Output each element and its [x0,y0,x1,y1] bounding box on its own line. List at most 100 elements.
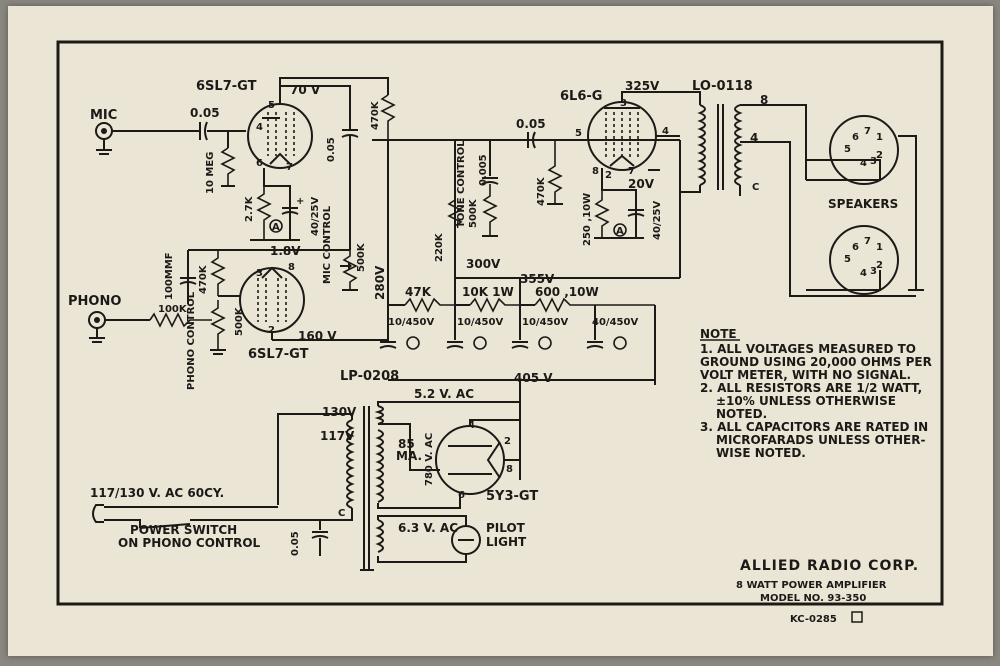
res-10k-1w: 10K 1W [462,285,514,299]
svg-text:1: 1 [876,132,883,143]
tube-v2-label: 6SL7-GT [248,347,309,362]
volt-6-3-ac: 6.3 V. AC [398,521,458,535]
svg-text:6: 6 [458,490,465,501]
svg-text:±10% UNLESS OTHERWISE: ±10% UNLESS OTHERWISE [716,394,896,408]
pot-500k-phono: 500K [234,306,245,336]
volt-160: 160 V [298,329,337,343]
svg-text:1: 1 [876,242,883,253]
svg-text:WISE NOTED.: WISE NOTED. [716,446,806,460]
svg-text:6: 6 [852,242,859,253]
svg-text:VOLT METER, WITH NO SIGNAL.: VOLT METER, WITH NO SIGNAL. [700,368,911,382]
svg-text:5: 5 [575,128,582,139]
pilot-label-2: LIGHT [486,535,527,549]
res-470k-plate: 470K [370,100,381,130]
mains-plug-icon [92,504,104,523]
speakers-label: SPEAKERS [828,197,898,211]
cap-10-450-2: 10/450V [457,317,503,328]
volt-780-ac: 780 V. AC [424,433,435,486]
volt-405: 405 V [514,371,553,385]
tube-v1-label: 6SL7-GT [196,79,257,94]
phono-label: PHONO [68,294,121,309]
volt-280: 280V [373,265,387,300]
output-transformer-label: LO-0118 [692,79,753,94]
mic-jack [95,122,200,155]
svg-text:4: 4 [256,122,263,133]
svg-text:4: 4 [750,131,758,145]
res-100k: 100K [158,304,188,315]
svg-text:GROUND USING 20,000 OHMS PER: GROUND USING 20,000 OHMS PER [700,355,932,369]
ma-85: 85 [398,437,415,451]
svg-text:4: 4 [662,126,669,137]
note-title: NOTE [700,327,737,341]
filter-caps [379,305,627,350]
svg-text:C: C [752,182,759,193]
svg-text:1. ALL VOLTAGES MEASURED TO: 1. ALL VOLTAGES MEASURED TO [700,342,916,356]
pilot-label-1: PILOT [486,521,526,535]
svg-text:8: 8 [760,93,768,107]
power-switch-label-1: POWER SWITCH [130,523,237,537]
model-number: MODEL NO. 93-350 [760,593,866,604]
svg-text:3: 3 [870,266,877,277]
tone-control-label: TONE CONTROL [456,140,467,228]
schematic-sheet: MIC 0.05 10 MEG 6SL7-GT 5 4 6 7 70 V 470… [8,6,993,656]
ma-label: MA. [396,449,422,463]
svg-text:4: 4 [468,420,475,431]
phono-jack [88,311,212,343]
volt-70: 70 V [290,83,321,97]
svg-text:6: 6 [852,132,859,143]
mic-control-label: MIC CONTROL [322,205,333,284]
mains-label: 117/130 V. AC 60CY. [90,486,224,500]
svg-text:2: 2 [504,436,511,447]
svg-text:+: + [296,196,304,207]
power-transformer [346,405,384,571]
svg-text:7: 7 [864,236,871,247]
volt-117: 117V [320,429,355,443]
svg-text:A: A [616,226,624,237]
code-checkbox [851,611,863,623]
tube-v4-label: 5Y3-GT [486,489,538,504]
tube-v4 [435,425,505,495]
svg-text:3: 3 [256,268,263,279]
volt-355: 355V [520,272,555,286]
res-220k: 220K [434,232,445,262]
res-600-10w: 600 ,10W [535,285,599,299]
cap-40-25-v1: 40/25V [310,197,321,236]
volt-130: 130V [322,405,357,419]
volt-5-2-ac: 5.2 V. AC [414,387,474,401]
tube-v3-label: 6L6-G [560,89,602,104]
note-block: NOTE 1. ALL VOLTAGES MEASURED TO GROUND … [700,327,932,460]
border-frame [56,40,944,606]
svg-text:MICROFARADS UNLESS OTHER-: MICROFARADS UNLESS OTHER- [716,433,925,447]
phono-control-label: PHONO CONTROL [186,291,197,390]
cap-10-450-1: 10/450V [388,317,434,328]
volt-20: 20V [628,177,655,191]
svg-text:4: 4 [860,158,867,169]
res-47k: 47K [405,285,432,299]
power-transformer-label: LP-0208 [340,369,399,384]
cap-005-mains: 0.05 [290,531,301,556]
svg-text:5: 5 [268,100,275,111]
res-470k-6l6: 470K [536,176,547,206]
svg-text:2: 2 [268,325,275,336]
svg-text:2: 2 [876,260,883,271]
svg-text:3. ALL CAPACITORS ARE RATED IN: 3. ALL CAPACITORS ARE RATED IN [700,420,928,434]
volt-325: 325V [625,79,660,93]
cap-40-25-v3: 40/25V [652,201,663,240]
power-switch-label-2: ON PHONO CONTROL [118,536,261,550]
cap-0005: 0.005 [478,154,489,186]
cap-10-450-3: 10/450V [522,317,568,328]
svg-text:8: 8 [592,166,599,177]
cap-100mmf: 100MMF [164,252,175,300]
svg-text:8: 8 [288,262,295,273]
product-name: 8 WATT POWER AMPLIFIER [736,580,887,591]
tube-v2 [239,266,305,333]
res-2-7k: 2.7K [244,195,255,222]
svg-text:3: 3 [620,98,627,109]
svg-text:3: 3 [870,156,877,167]
svg-text:8: 8 [506,464,513,475]
svg-text:2. ALL RESISTORS ARE 1/2 WATT,: 2. ALL RESISTORS ARE 1/2 WATT, [700,381,922,395]
mic-label: MIC [90,108,117,123]
drawing-code: KC-0285 [790,614,837,625]
